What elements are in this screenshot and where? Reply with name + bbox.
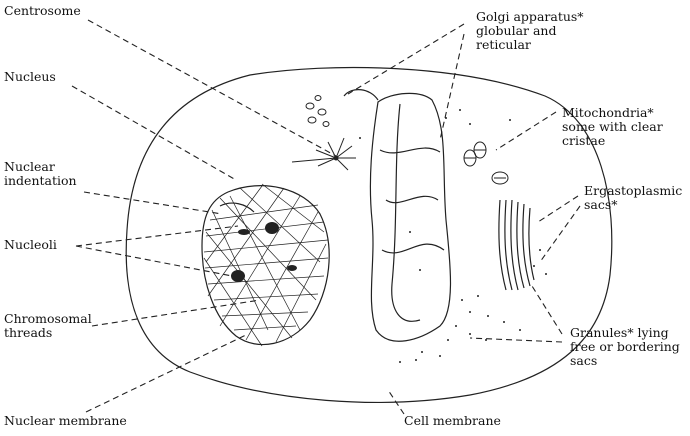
granules xyxy=(359,109,547,363)
chromosomal-threads-hatch xyxy=(204,184,328,346)
label-ergastoplasmic-sacs: Ergastoplasmic sacs* xyxy=(584,184,682,212)
nuclear-membrane-leader xyxy=(86,334,248,412)
label-nucleoli: Nucleoli xyxy=(4,238,57,252)
granules-leader-2 xyxy=(532,286,562,334)
label-nuclear-indentation: Nuclear indentation xyxy=(4,160,77,188)
nucleus-leader xyxy=(72,86,236,180)
golgi-leader-2 xyxy=(440,34,464,140)
mitochondria xyxy=(464,142,508,184)
mitochondria-leader xyxy=(496,112,556,150)
centrosome-leader xyxy=(88,20,336,156)
label-granules: Granules* lying free or bordering sacs xyxy=(570,326,680,368)
centrosome-star xyxy=(292,138,356,170)
golgi-globules xyxy=(306,96,329,127)
nuclear-indentation-mark xyxy=(220,203,254,212)
nuclear-indentation-leader xyxy=(84,192,222,214)
label-golgi-apparatus: Golgi apparatus* globular and reticular xyxy=(476,10,584,52)
nucleus-outline xyxy=(202,186,329,345)
label-nucleus: Nucleus xyxy=(4,70,56,84)
label-centrosome: Centrosome xyxy=(4,4,81,18)
ergastoplasmic-sacs xyxy=(499,200,534,290)
label-cell-membrane: Cell membrane xyxy=(404,414,501,428)
label-mitochondria: Mitochondria* some with clear cristae xyxy=(562,106,663,148)
nucleoli xyxy=(231,222,297,282)
golgi-leader-1 xyxy=(348,24,464,94)
ergastoplasmic-leader-2 xyxy=(540,206,580,262)
granules-leader-1 xyxy=(470,338,562,342)
golgi-apparatus xyxy=(344,90,451,342)
nucleoli-leader-2 xyxy=(76,246,232,276)
label-chromosomal-threads: Chromosomal threads xyxy=(4,312,92,340)
nucleoli-leader-1 xyxy=(76,226,238,246)
label-nuclear-membrane: Nuclear membrane xyxy=(4,414,127,428)
nucleus-group xyxy=(202,184,329,346)
cell-membrane-outline xyxy=(126,67,612,402)
chromosomal-threads-leader xyxy=(92,300,260,326)
